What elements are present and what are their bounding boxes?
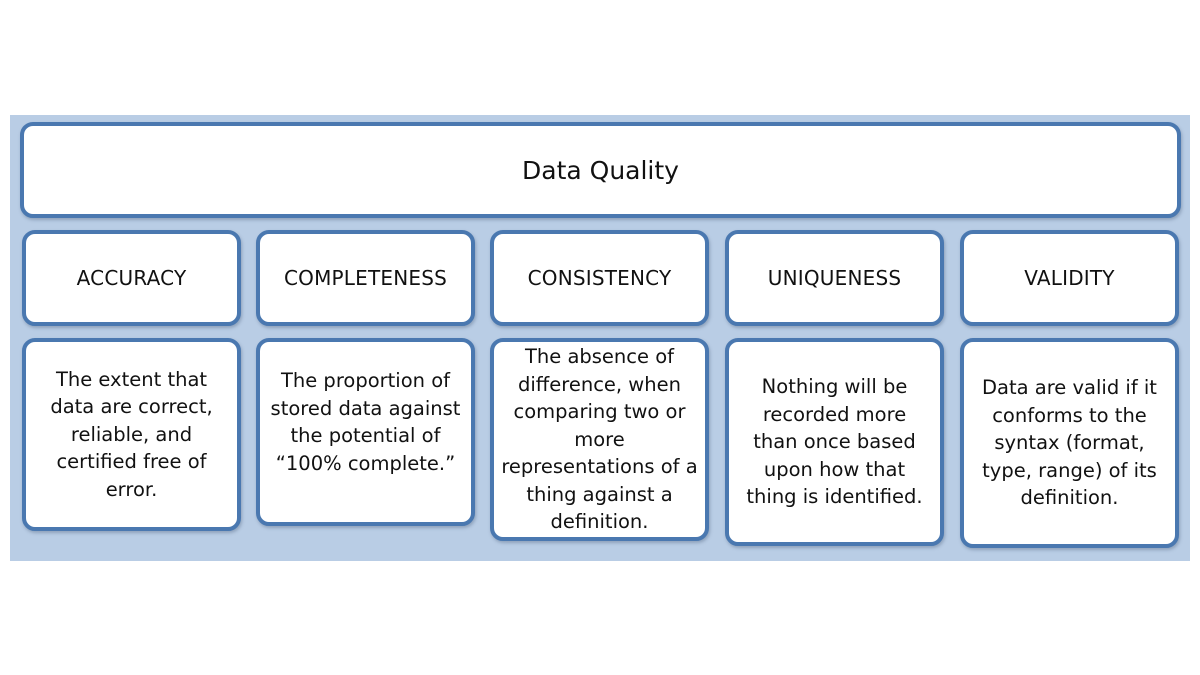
dimension-description-validity: Data are valid if it conforms to the syn… — [960, 338, 1179, 548]
dimension-header-consistency: CONSISTENCY — [490, 230, 709, 326]
dimension-description-completeness: The proportion of stored data against th… — [256, 338, 475, 526]
dimension-description-uniqueness: Nothing will be recorded more than once … — [725, 338, 944, 546]
dimension-header-validity: VALIDITY — [960, 230, 1179, 326]
diagram-title: Data Quality — [20, 122, 1181, 218]
dimension-header-uniqueness: UNIQUENESS — [725, 230, 944, 326]
dimension-description-accuracy: The extent that data are correct, reliab… — [22, 338, 241, 531]
dimension-description-consistency: The absence of difference, when comparin… — [490, 338, 709, 541]
dimension-header-accuracy: ACCURACY — [22, 230, 241, 326]
dimension-header-completeness: COMPLETENESS — [256, 230, 475, 326]
